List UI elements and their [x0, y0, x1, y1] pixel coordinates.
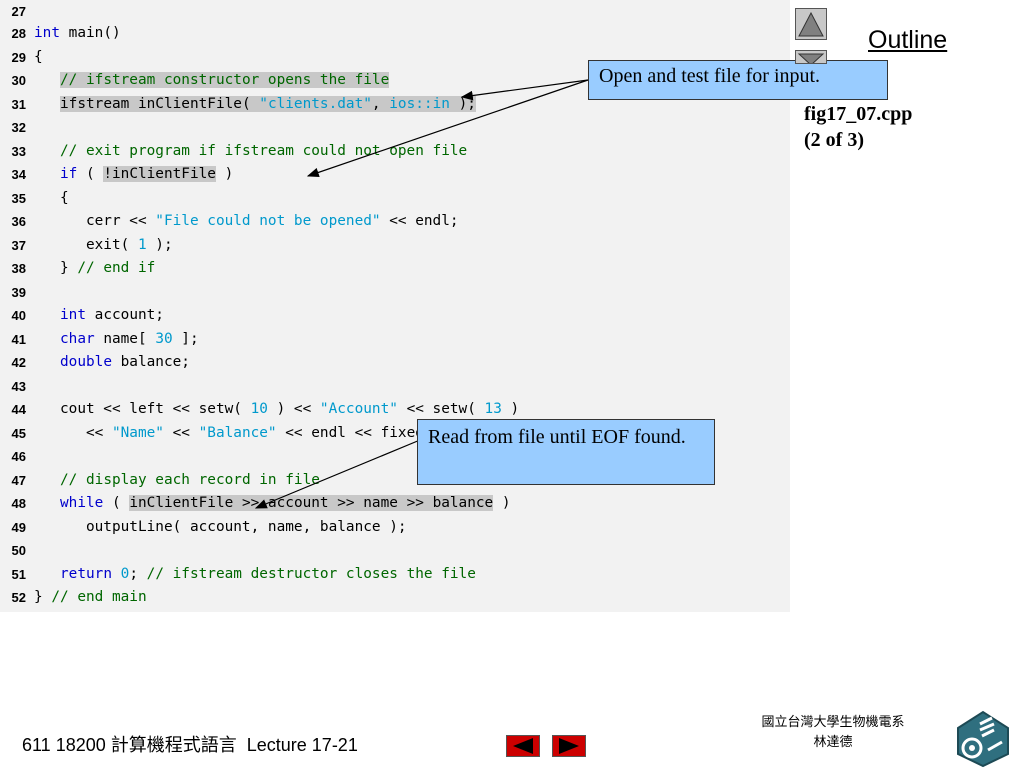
- line-number: 31: [11, 96, 26, 112]
- figure-caption: fig17_07.cpp (2 of 3): [804, 101, 912, 153]
- triangle-up-icon: [798, 11, 824, 37]
- line-number: 30: [11, 73, 26, 88]
- callout-read-eof-text: Read from file until EOF found.: [428, 426, 686, 448]
- line-number: 39: [11, 284, 26, 300]
- code-text: return 0; // ifstream destructor closes …: [60, 565, 476, 582]
- callout-read-eof: Read from file until EOF found.: [417, 419, 715, 485]
- arrow-right-icon: [559, 738, 579, 754]
- line-number: 35: [11, 190, 26, 206]
- scroll-up-button[interactable]: [795, 8, 827, 40]
- line-number: 41: [11, 331, 26, 347]
- line-number: 45: [11, 425, 26, 441]
- scroll-down-button[interactable]: [795, 50, 827, 64]
- author-name: 林達德: [813, 735, 853, 750]
- line-number: 33: [11, 143, 26, 159]
- code-text: ifstream inClientFile( "clients.dat", io…: [60, 95, 476, 112]
- callout-open-file: Open and test file for input.: [588, 60, 888, 100]
- code-text: } // end main: [34, 589, 147, 605]
- code-text: int account;: [60, 307, 164, 323]
- code-text: cerr << "File could not be opened" << en…: [34, 213, 459, 229]
- callout-open-file-text: Open and test file for input.: [599, 65, 821, 87]
- code-text: while ( inClientFile >> account >> name …: [60, 495, 511, 511]
- code-text: cout << left << setw( 10 ) << "Account" …: [34, 401, 520, 417]
- line-number: 36: [11, 214, 26, 229]
- line-number: 37: [11, 237, 26, 253]
- line-number: 47: [11, 472, 26, 488]
- line-number: 28: [11, 26, 26, 41]
- line-number: 50: [11, 543, 26, 558]
- lecture-footer: 611 18200 計算機程式語言 Lecture 17-21: [22, 735, 358, 755]
- code-text: int main(): [34, 25, 121, 41]
- arrow-left-icon: [513, 738, 533, 754]
- university-label: 國立台灣大學生物機電系 林達德: [733, 713, 933, 753]
- line-number: 42: [11, 355, 26, 370]
- line-number: 40: [11, 308, 26, 323]
- triangle-down-icon: [797, 53, 825, 63]
- university-name: 國立台灣大學生物機電系: [761, 715, 905, 730]
- figure-name: fig17_07.cpp: [804, 103, 913, 125]
- department-logo-icon: [957, 710, 1009, 768]
- line-number: 46: [11, 449, 26, 464]
- line-number: 48: [11, 496, 26, 511]
- code-text: if ( !inClientFile ): [60, 166, 234, 182]
- line-number: 49: [11, 519, 26, 535]
- line-number: 27: [11, 4, 26, 19]
- line-number: 32: [11, 120, 26, 135]
- line-number: 52: [11, 590, 26, 605]
- previous-slide-button[interactable]: [506, 735, 540, 757]
- line-number: 34: [11, 167, 26, 182]
- code-text: // ifstream constructor opens the file: [60, 72, 390, 88]
- line-number: 29: [11, 49, 26, 65]
- line-number: 38: [11, 261, 26, 276]
- outline-link[interactable]: Outline: [868, 26, 948, 54]
- code-text: // display each record in file: [60, 471, 320, 488]
- line-number: 51: [11, 566, 26, 582]
- code-text: double balance;: [60, 354, 190, 370]
- next-slide-button[interactable]: [552, 735, 586, 757]
- figure-page: (2 of 3): [804, 129, 864, 151]
- line-number: 44: [11, 402, 26, 417]
- code-text: {: [34, 48, 43, 65]
- line-number: 43: [11, 378, 26, 394]
- code-text: outputLine( account, name, balance );: [34, 518, 407, 535]
- code-text: {: [34, 189, 69, 206]
- code-text: // exit program if ifstream could not op…: [60, 142, 468, 159]
- code-text: exit( 1 );: [34, 236, 173, 253]
- code-text: char name[ 30 ];: [60, 330, 199, 347]
- code-text: } // end if: [34, 260, 156, 276]
